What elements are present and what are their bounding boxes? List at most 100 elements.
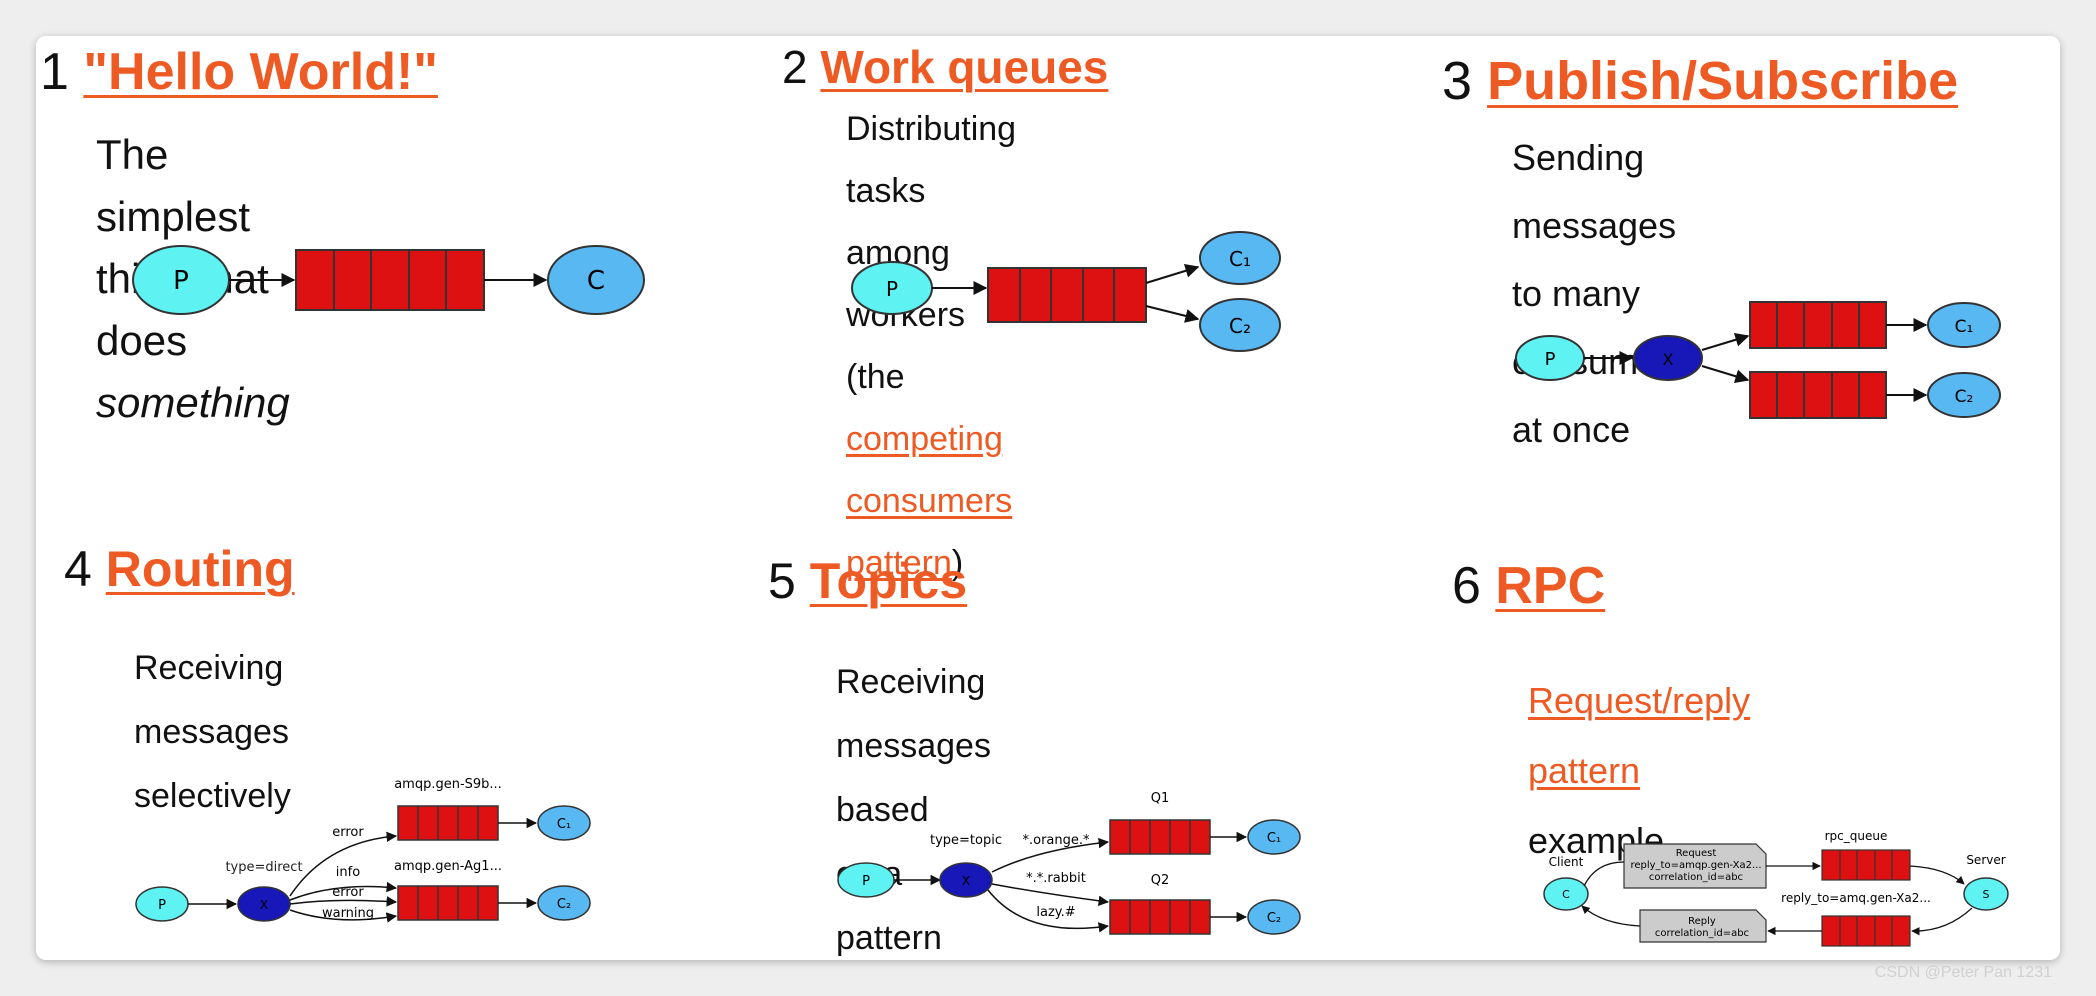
server-label: Server bbox=[1966, 853, 2005, 867]
exchange-node bbox=[1633, 335, 1703, 381]
request-reply-pattern-link[interactable]: Request/reply pattern bbox=[1528, 680, 1751, 791]
rpc-queue-name: rpc_queue bbox=[1825, 829, 1888, 843]
request-line2: correlation_id=abc bbox=[1649, 872, 1743, 883]
queue bbox=[1749, 371, 1887, 419]
exchange-node bbox=[939, 862, 993, 898]
tutorial-number: 3 bbox=[1442, 51, 1473, 111]
consumer-label: C₂ bbox=[1267, 911, 1281, 926]
tutorial-6-title-link[interactable]: RPC bbox=[1495, 557, 1606, 615]
queue-name: amqp.gen-S9b... bbox=[394, 777, 502, 792]
producer-label: P bbox=[158, 898, 166, 913]
tutorial-5-description: Receiving messages based on a pattern (t… bbox=[836, 650, 991, 960]
binding-label: error bbox=[332, 825, 364, 840]
consumer-node bbox=[1247, 899, 1301, 935]
producer-label: P bbox=[1545, 349, 1556, 370]
tutorial-2-diagram: P C₁ C₂ bbox=[851, 231, 1281, 352]
consumer-label: C₁ bbox=[1229, 247, 1251, 271]
tutorial-1-heading: 1 "Hello World!" bbox=[40, 42, 438, 102]
producer-label: P bbox=[886, 277, 898, 301]
tutorial-number: 1 bbox=[40, 43, 69, 101]
binding-arrow bbox=[991, 883, 1110, 906]
binding-label: *.orange.* bbox=[1022, 833, 1090, 848]
tutorial-4-desc-line1: Receiving messages bbox=[134, 649, 289, 751]
consumer-node bbox=[547, 245, 645, 315]
binding-arrow bbox=[289, 881, 398, 901]
tutorial-2-title-link[interactable]: Work queues bbox=[820, 41, 1109, 93]
tutorial-3-heading: 3 Publish/Subscribe bbox=[1442, 50, 1958, 112]
consumer-label: C bbox=[587, 266, 605, 296]
exchange-type-label: type=direct bbox=[225, 860, 302, 875]
consumer-label: C₂ bbox=[1955, 387, 1974, 407]
competing-link[interactable]: competing bbox=[846, 420, 1003, 458]
reply-message-box bbox=[1639, 909, 1767, 943]
tutorial-5-heading: 5 Topics bbox=[768, 552, 967, 610]
arrow bbox=[1145, 305, 1200, 323]
consumer-node bbox=[1247, 819, 1301, 855]
queue bbox=[1749, 301, 1887, 349]
binding-label: *.*.rabbit bbox=[1026, 871, 1086, 886]
exchange-type-label: type=topic bbox=[930, 833, 1002, 848]
binding-arrow bbox=[991, 837, 1110, 873]
tutorial-4-description: Receiving messages selectively bbox=[134, 636, 291, 828]
arrow bbox=[1581, 905, 1641, 927]
tutorial-5-title-link[interactable]: Topics bbox=[809, 553, 968, 609]
queue-name: amqp.gen-Ag1... bbox=[394, 859, 502, 874]
arrow bbox=[1701, 365, 1750, 384]
queue bbox=[1109, 899, 1211, 935]
binding-label: info bbox=[336, 865, 360, 880]
consumers-pattern-link[interactable]: consumers pattern bbox=[846, 482, 1013, 582]
exchange-label: X bbox=[1663, 350, 1674, 369]
tutorial-1-diagram: P C bbox=[132, 245, 645, 315]
client-node bbox=[1543, 877, 1589, 911]
reply-line1: correlation_id=abc bbox=[1655, 928, 1749, 939]
consumer-label: C₂ bbox=[557, 897, 571, 912]
queue bbox=[987, 267, 1147, 323]
consumer-node bbox=[1927, 302, 2001, 348]
tutorial-6-heading: 6 RPC bbox=[1452, 556, 1605, 616]
consumer-label: C₁ bbox=[1267, 831, 1281, 846]
link-line bbox=[1583, 861, 1625, 887]
exchange-label: X bbox=[962, 874, 970, 888]
tutorial-number: 6 bbox=[1452, 557, 1481, 615]
tutorial-2-description: Distributing tasks among workers (the co… bbox=[846, 98, 1016, 594]
request-title: Request bbox=[1676, 848, 1717, 859]
reply-title: Reply bbox=[1688, 916, 1716, 927]
tutorial-1-title-link[interactable]: "Hello World!" bbox=[83, 43, 438, 101]
tutorial-6-diagram: Client C Request reply_to=amqp.gen-Xa2..… bbox=[1543, 829, 2009, 947]
queue-name: Q1 bbox=[1151, 791, 1170, 806]
arrow bbox=[1911, 907, 1973, 936]
arrow bbox=[1701, 332, 1750, 351]
consumer-node bbox=[537, 805, 591, 841]
tutorial-number: 5 bbox=[768, 553, 796, 609]
binding-label: lazy.# bbox=[1036, 905, 1075, 920]
client-node-label: C bbox=[1562, 888, 1570, 901]
exchange-label: X bbox=[260, 898, 268, 912]
consumer-node bbox=[1199, 231, 1281, 285]
binding-arrow bbox=[289, 909, 398, 923]
tutorial-4-desc-line2: selectively bbox=[134, 777, 291, 815]
consumer-node bbox=[537, 885, 591, 921]
tutorial-4-title-link[interactable]: Routing bbox=[105, 541, 295, 597]
consumer-label: C₁ bbox=[557, 817, 571, 832]
queue bbox=[1109, 819, 1211, 855]
desc-text: ) bbox=[951, 544, 964, 582]
tutorial-5-diagram: P type=topic X *.orange.* *.*.rabbit laz… bbox=[837, 791, 1301, 935]
tutorial-2-desc-line3: consumers pattern) bbox=[846, 470, 1016, 594]
consumer-node bbox=[1199, 298, 1281, 352]
server-node-label: S bbox=[1983, 888, 1990, 901]
tutorial-1-desc-line2: something bbox=[96, 379, 290, 426]
request-line1: reply_to=amqp.gen-Xa2... bbox=[1630, 860, 1761, 871]
tutorial-5-desc-line1: Receiving messages based bbox=[836, 663, 991, 829]
tutorial-number: 4 bbox=[64, 541, 92, 597]
client-label: Client bbox=[1549, 855, 1584, 869]
binding-arrow bbox=[289, 831, 398, 897]
binding-label: error bbox=[332, 885, 364, 900]
server-node bbox=[1963, 877, 2009, 911]
request-message-box bbox=[1623, 843, 1767, 889]
tutorial-3-desc-line1: Sending messages to many bbox=[1512, 137, 1677, 314]
tutorial-2-desc-line1: Distributing tasks among bbox=[846, 110, 1017, 272]
tutorial-2-heading: 2 Work queues bbox=[782, 40, 1108, 94]
producer-label: P bbox=[173, 266, 189, 296]
arrow bbox=[1145, 264, 1200, 284]
tutorial-3-title-link[interactable]: Publish/Subscribe bbox=[1487, 51, 1959, 111]
